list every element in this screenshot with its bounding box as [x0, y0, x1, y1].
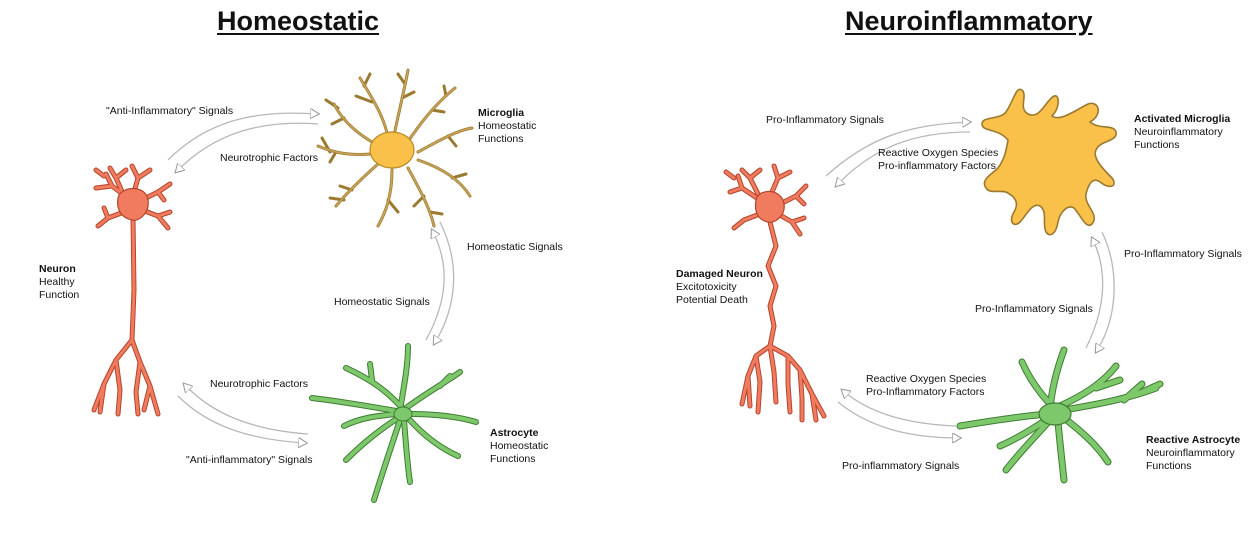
cell-line-2: Potential Death: [676, 294, 763, 307]
signal-pro-inflammatory-top: Pro-Inflammatory Signals: [766, 114, 884, 127]
cell-line-1: Homeostatic: [478, 120, 536, 133]
signal-neurotrophic-top: Neurotrophic Factors: [220, 152, 318, 165]
cell-line-2: Function: [39, 289, 79, 302]
signal-anti-inflammatory-bottom: "Anti-inflammatory" Signals: [186, 454, 313, 467]
neuron-label: Neuron Healthy Function: [39, 263, 79, 302]
cell-name: Reactive Astrocyte: [1146, 434, 1240, 447]
cell-line-1: Neuroinflammatory: [1134, 126, 1230, 139]
cell-line-1: Homeostatic: [490, 440, 548, 453]
activated-microglia-cell: [982, 89, 1116, 234]
cell-line-2: Functions: [478, 133, 536, 146]
homeostatic-panel: Homeostatic: [0, 0, 620, 533]
cell-name: Activated Microglia: [1134, 113, 1230, 126]
microglia-cell: [318, 70, 472, 226]
cell-name: Neuron: [39, 263, 79, 276]
cell-name: Damaged Neuron: [676, 268, 763, 281]
neuron-cell: [94, 166, 170, 414]
signal-neurotrophic-bottom: Neurotrophic Factors: [210, 378, 308, 391]
signal-ros-bottom: Reactive Oxygen Species: [866, 373, 986, 386]
signal-pro-inflammatory-inner: Pro-Inflammatory Signals: [975, 303, 1093, 316]
signal-pro-inflammatory-right: Pro-Inflammatory Signals: [1124, 248, 1242, 261]
arrow-neuron-to-astrocyte: [838, 402, 960, 438]
signal-homeostatic-inner: Homeostatic Signals: [334, 296, 430, 309]
arrow-astrocyte-to-neuron: [184, 384, 308, 434]
signal-ros-top: Reactive Oxygen Species: [878, 147, 998, 160]
arrows-microglia-astrocyte: [1086, 232, 1114, 352]
arrows-microglia-astrocyte: [426, 222, 454, 344]
signal-pro-inflammatory-factors-bottom: Pro-Inflammatory Factors: [866, 386, 984, 399]
arrows-astrocyte-neuron: [178, 384, 308, 443]
cell-line-1: Healthy: [39, 276, 79, 289]
arrow-neuron-to-astrocyte: [178, 396, 306, 443]
cell-line-2: Functions: [1146, 460, 1240, 473]
signal-pro-inflammatory-factors-top: Pro-inflammatory Factors: [878, 160, 996, 173]
cell-line-2: Functions: [1134, 139, 1230, 152]
activated-microglia-label: Activated Microglia Neuroinflammatory Fu…: [1134, 113, 1230, 152]
signal-pro-inflammatory-bottom: Pro-inflammatory Signals: [842, 460, 959, 473]
cell-name: Microglia: [478, 107, 536, 120]
signal-anti-inflammatory-top: "Anti-Inflammatory" Signals: [106, 105, 233, 118]
cell-line-1: Excitotoxicity: [676, 281, 763, 294]
arrow-astrocyte-to-microglia: [1086, 238, 1103, 348]
reactive-astrocyte-cell: [960, 350, 1160, 480]
neuroinflammatory-panel: Neuroinflammatory: [630, 0, 1248, 533]
arrow-microglia-to-astrocyte: [1096, 232, 1114, 352]
cell-line-1: Neuroinflammatory: [1146, 447, 1240, 460]
astrocyte-cell: [312, 346, 476, 500]
microglia-label: Microglia Homeostatic Functions: [478, 107, 536, 146]
arrow-astrocyte-to-microglia: [426, 230, 444, 340]
signal-homeostatic-right: Homeostatic Signals: [467, 241, 563, 254]
cell-line-2: Functions: [490, 453, 548, 466]
astrocyte-label: Astrocyte Homeostatic Functions: [490, 427, 548, 466]
cell-name: Astrocyte: [490, 427, 548, 440]
damaged-neuron-label: Damaged Neuron Excitotoxicity Potential …: [676, 268, 763, 307]
reactive-astrocyte-label: Reactive Astrocyte Neuroinflammatory Fun…: [1146, 434, 1240, 473]
